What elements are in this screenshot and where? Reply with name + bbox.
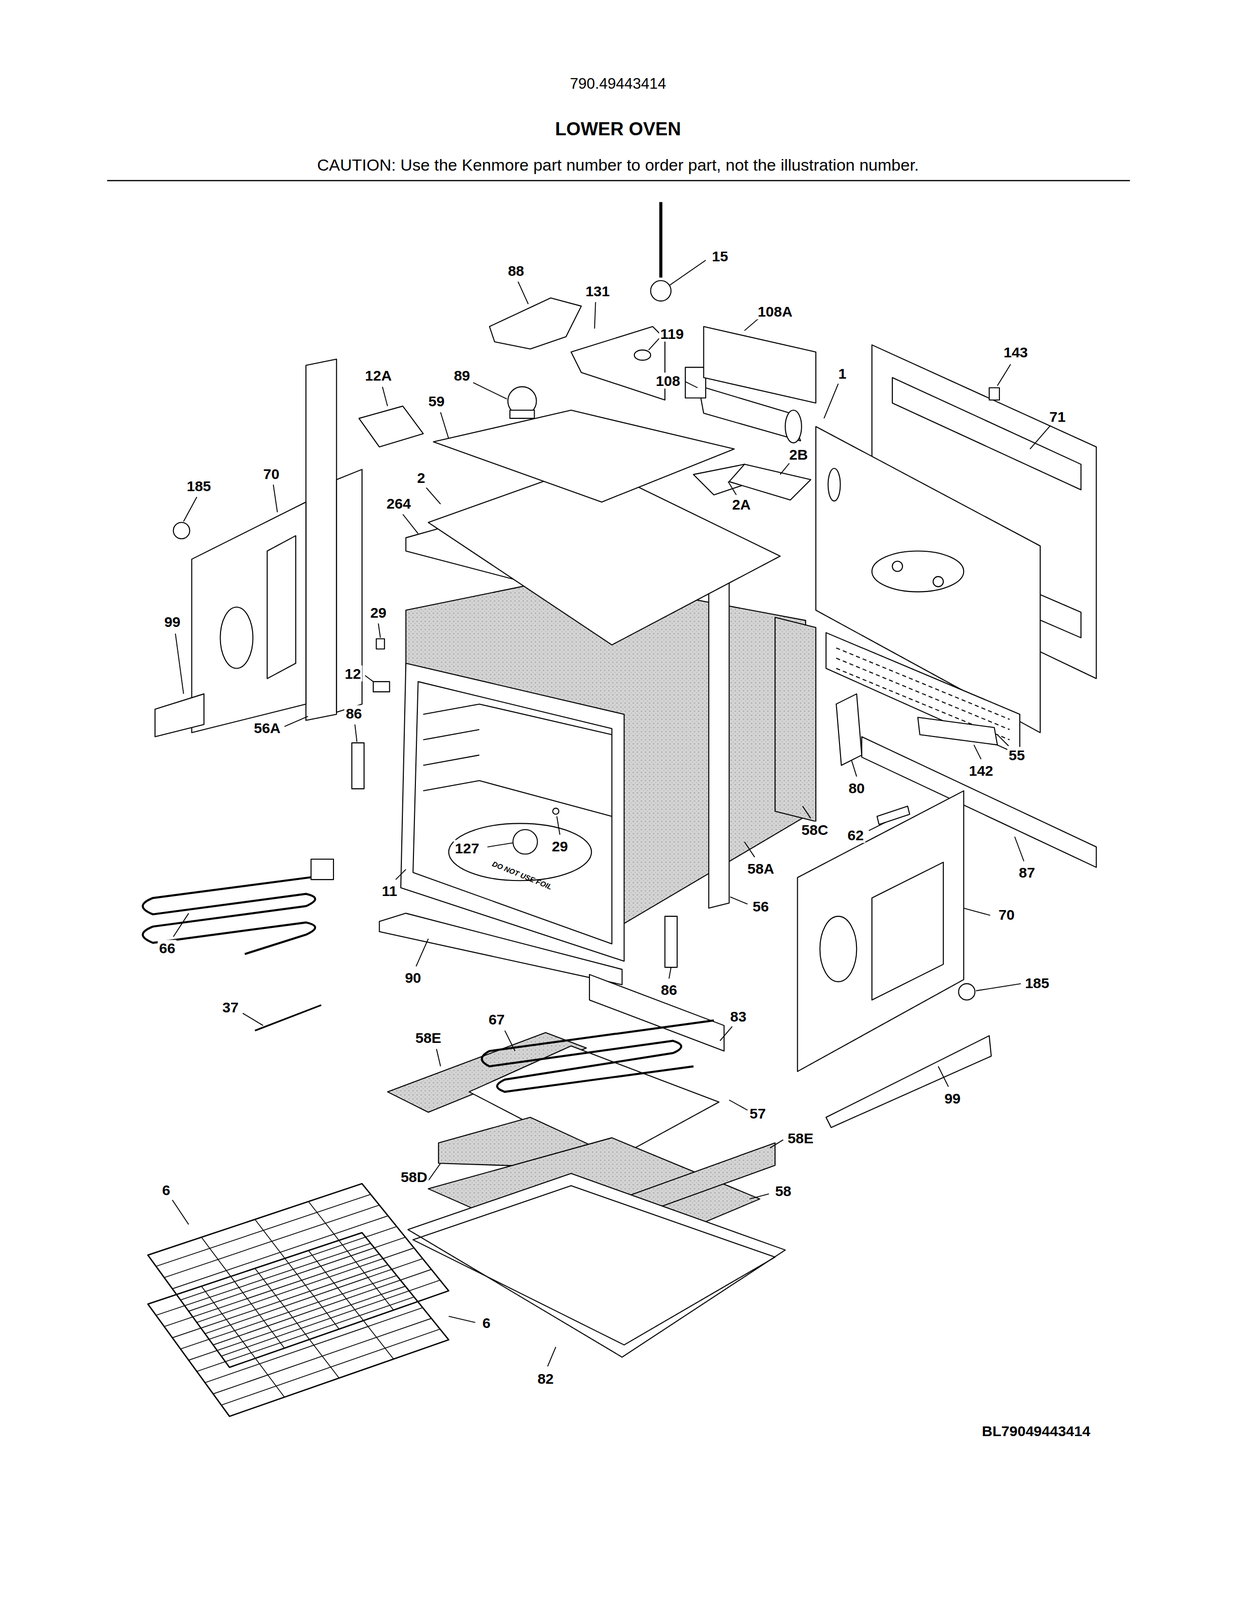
callout-number: 71 bbox=[1047, 408, 1067, 425]
callout-number: 59 bbox=[427, 393, 446, 410]
callout-number: 56 bbox=[751, 897, 771, 914]
callout-number: 142 bbox=[967, 761, 995, 778]
callout-number: 12 bbox=[343, 665, 363, 682]
callout-number: 1 bbox=[837, 365, 849, 382]
callout-number: 67 bbox=[487, 1011, 507, 1028]
page-title: LOWER OVEN bbox=[553, 119, 683, 140]
callout-number: 58D bbox=[399, 1168, 429, 1185]
callout-number: 89 bbox=[452, 367, 472, 384]
callout-number: 6 bbox=[160, 1181, 173, 1198]
floor-warning: DO NOT USE FOIL bbox=[489, 858, 555, 892]
callout-number: 2 bbox=[415, 469, 428, 486]
callout-number: 12A bbox=[363, 367, 394, 384]
callout-number: 86 bbox=[659, 981, 679, 998]
callout-number: 29 bbox=[550, 837, 570, 854]
callout-number: 185 bbox=[185, 477, 213, 494]
callout-number: 57 bbox=[748, 1105, 768, 1122]
model-number: 790.49443414 bbox=[568, 75, 668, 93]
callout-number: 58A bbox=[745, 860, 776, 877]
callout-number: 88 bbox=[506, 262, 526, 279]
callout-number: 70 bbox=[261, 465, 281, 482]
callout-number: 2A bbox=[730, 495, 752, 512]
callout-number: 58C bbox=[800, 821, 830, 838]
callout-number: 58E bbox=[413, 1029, 443, 1046]
callout-number: 86 bbox=[344, 705, 364, 722]
callout-number: 119 bbox=[658, 325, 685, 342]
callout-number: 185 bbox=[1023, 974, 1051, 991]
callout-number: 55 bbox=[1007, 746, 1027, 763]
callout-number: 143 bbox=[1002, 344, 1030, 361]
callout-number: 37 bbox=[221, 998, 240, 1015]
callout-number: 80 bbox=[847, 779, 867, 796]
callout-number: 127 bbox=[453, 839, 481, 856]
callout-number: 131 bbox=[584, 282, 612, 299]
callout-number: 15 bbox=[710, 248, 730, 265]
callout-number: 6 bbox=[480, 1314, 492, 1331]
callout-number: 108 bbox=[654, 372, 682, 389]
callout-number: 66 bbox=[157, 939, 177, 956]
callout-number: 56A bbox=[252, 719, 283, 736]
callout-number: 58 bbox=[773, 1182, 793, 1199]
callout-number: 83 bbox=[728, 1008, 748, 1025]
callout-number: 58E bbox=[786, 1129, 815, 1146]
callout-number: 29 bbox=[368, 603, 388, 620]
callout-number: 82 bbox=[536, 1370, 555, 1387]
diagram-code: BL79049443414 bbox=[980, 1422, 1093, 1439]
callout-number: 108A bbox=[756, 302, 794, 319]
callout-number: 70 bbox=[997, 905, 1016, 922]
callout-number: 11 bbox=[380, 882, 399, 899]
callout-number: 62 bbox=[846, 826, 866, 843]
callout-number: 87 bbox=[1017, 864, 1037, 881]
callout-number: 264 bbox=[385, 494, 413, 511]
callout-number: 90 bbox=[403, 969, 423, 986]
callout-number: 99 bbox=[942, 1089, 962, 1106]
callout-number: 2B bbox=[787, 445, 809, 462]
callout-number: 99 bbox=[162, 613, 182, 630]
caution-note: CAUTION: Use the Kenmore part number to … bbox=[315, 156, 921, 175]
